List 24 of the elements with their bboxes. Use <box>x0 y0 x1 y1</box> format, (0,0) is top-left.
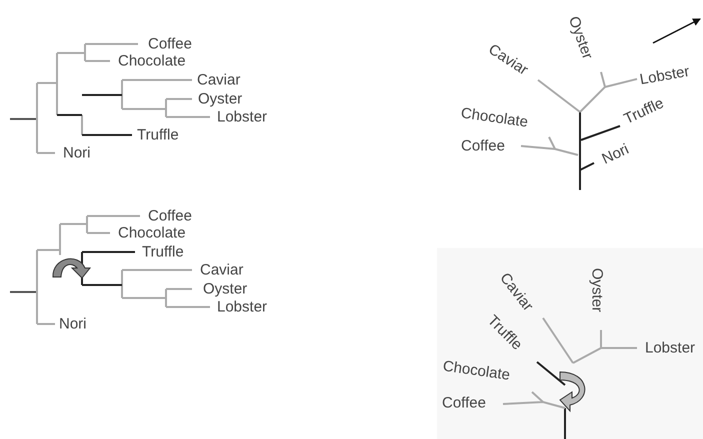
leaf-label: Truffle <box>137 126 179 144</box>
leaf-label: Lobster <box>645 340 696 356</box>
leaf-label: Truffle <box>621 94 666 128</box>
leaf-label: Chocolate <box>460 104 530 131</box>
leaf-label: Caviar <box>200 262 244 278</box>
leaf-label: Coffee <box>461 138 505 154</box>
leaf-label: Coffee <box>148 208 192 224</box>
leaf-label: Nori <box>63 144 91 162</box>
leaf-label: Chocolate <box>118 52 186 70</box>
leaf-label: Nori <box>599 140 632 168</box>
leaf-label: Caviar <box>197 72 240 88</box>
leaf-label: Lobster <box>638 62 691 88</box>
leaf-label: Coffee <box>442 394 486 412</box>
leaf-label: Chocolate <box>118 224 186 242</box>
leaf-label: Coffee <box>148 36 192 52</box>
leaf-label: Lobster <box>217 108 268 126</box>
leaf-label: Nori <box>59 316 87 332</box>
leaf-label: Oyster <box>203 280 248 298</box>
leaf-label: Lobster <box>217 298 268 316</box>
leaf-label: Oyster <box>588 268 606 312</box>
leaf-label: Oyster <box>565 14 596 62</box>
leaf-label: Oyster <box>198 90 242 108</box>
leaf-label: Truffle <box>142 244 184 260</box>
leaf-label: Chocolate <box>442 358 512 384</box>
